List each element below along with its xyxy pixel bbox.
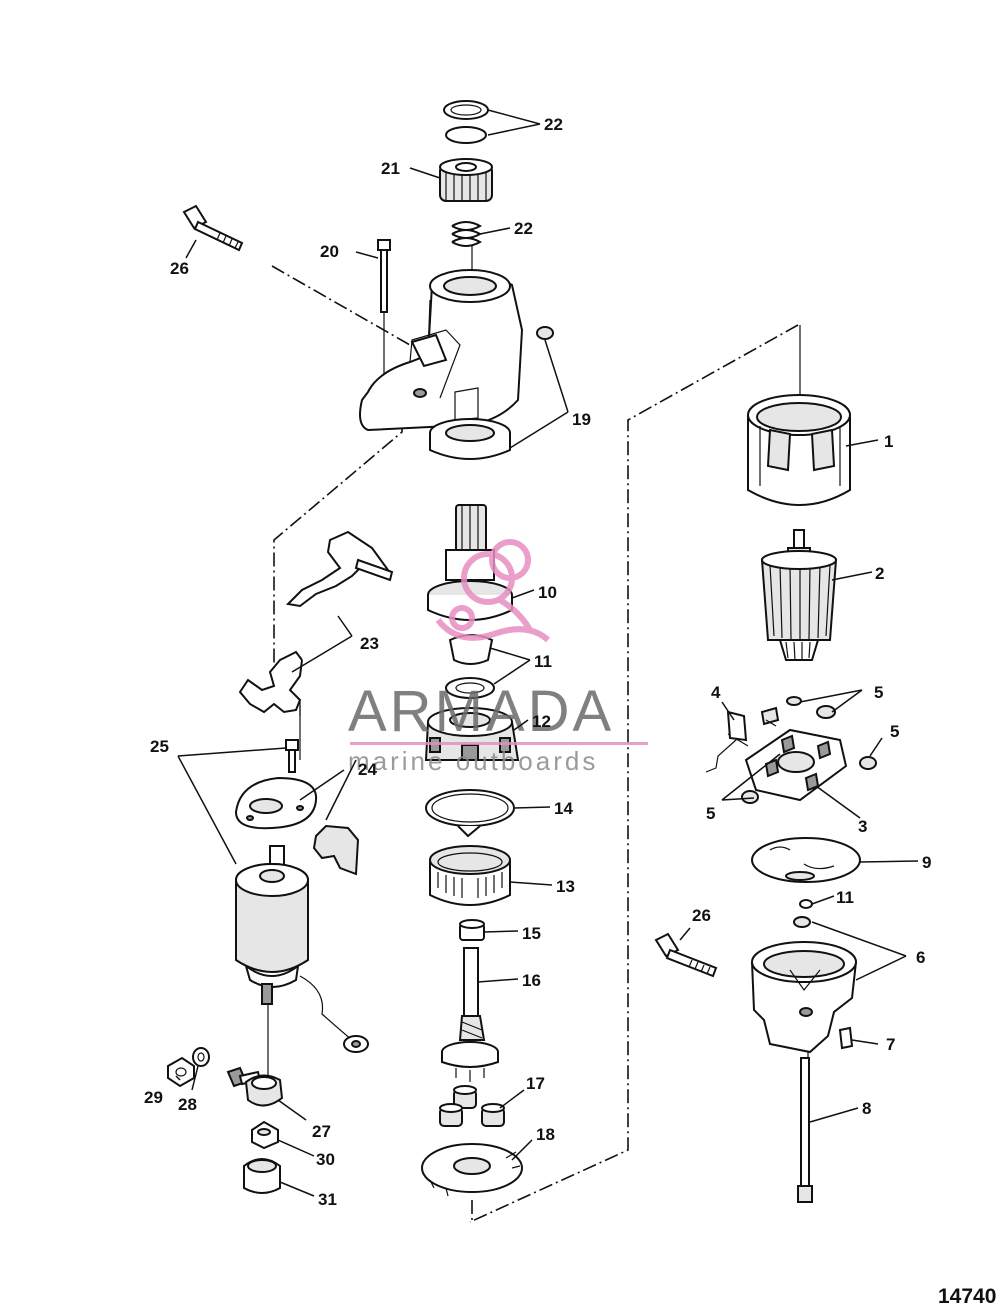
drive-end-upper-parts [439,100,493,247]
armature [760,529,838,661]
callout-31: 31 [318,1190,337,1209]
ring-gear [429,845,511,906]
callout-30: 30 [316,1150,335,1169]
housing-gasket [425,789,515,838]
callout-7: 7 [886,1035,895,1054]
callout-29: 29 [144,1088,163,1107]
callout-8: 8 [862,1099,871,1118]
callout-4: 4 [711,683,721,702]
callout-27: 27 [312,1122,331,1141]
watermark-divider [350,742,648,745]
callout-2: 2 [875,564,884,583]
planetary-shaft [441,919,499,1082]
commutator-end-plate [751,837,861,909]
callout-3: 3 [858,817,867,836]
long-bolt-upper [182,204,244,252]
watermark-brand: ARMADA [348,679,614,744]
callout-labels: 1 2 3 4 5 5 5 6 7 8 9 10 11 11 12 13 14 … [144,115,931,1209]
callout-25: 25 [150,737,169,756]
callout-5: 5 [890,722,899,741]
solenoid [235,845,369,1053]
drive-end-housing [359,269,554,460]
long-bolt-lower [654,932,718,978]
callout-26: 26 [170,259,189,278]
callout-17: 17 [526,1074,545,1093]
callout-10: 10 [538,583,557,602]
watermark-logo-icon [435,539,551,643]
callout-19: 19 [572,410,591,429]
through-bolt-20 [377,239,391,313]
callout-28: 28 [178,1095,197,1114]
brush-holder-assembly [705,696,877,804]
callout-leaders [175,109,919,1197]
callout-24: 24 [358,760,377,779]
callout-20: 20 [320,242,339,261]
center-bearing-housing [424,707,520,761]
callout-23: 23 [360,634,379,653]
callout-14: 14 [554,799,573,818]
callout-13: 13 [556,877,575,896]
watermark: ARMADA marine outboards [348,539,648,776]
field-frame [747,394,851,506]
callout-26: 26 [692,906,711,925]
callout-5: 5 [706,804,715,823]
watermark-tagline: marine outboards [348,746,598,776]
terminal-hardware [167,1047,284,1194]
planet-gears [439,1085,505,1127]
callout-11: 11 [534,652,552,671]
pinion-clutch-assembly [427,504,513,699]
figure-number: 14740 [938,1285,996,1308]
callout-12: 12 [532,712,551,731]
commutator-end-cap [751,916,857,1203]
callout-1: 1 [884,432,893,451]
callout-22: 22 [544,115,563,134]
callout-9: 9 [922,853,931,872]
shift-lever-and-spring [238,530,394,716]
solenoid-plate-and-seal [234,739,360,876]
callout-5: 5 [874,683,883,702]
callout-15: 15 [522,924,541,943]
callout-16: 16 [522,971,541,990]
callout-18: 18 [536,1125,555,1144]
callout-11: 11 [836,888,854,907]
planet-carrier-plate [421,1143,523,1197]
callout-21: 21 [381,159,400,178]
callout-22: 22 [514,219,533,238]
callout-6: 6 [916,948,925,967]
